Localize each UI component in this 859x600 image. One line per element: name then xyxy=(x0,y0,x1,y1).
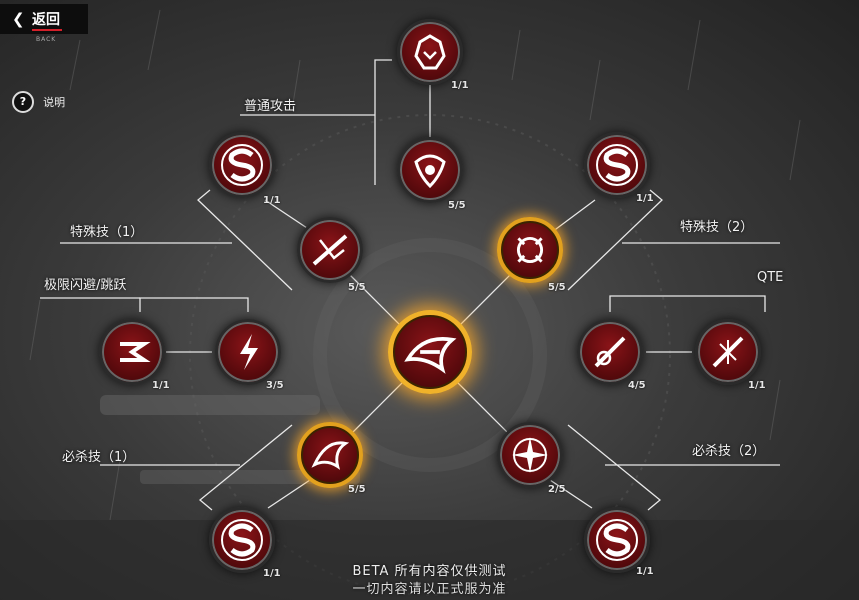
back-label: 返回 xyxy=(32,12,60,28)
help-label: 说明 xyxy=(43,96,66,109)
chevron-left-icon: ❮ xyxy=(12,10,25,28)
skill-node-dodge-outer[interactable] xyxy=(99,319,165,385)
label-special-1: 特殊技（1） xyxy=(70,225,144,240)
skill-node-core[interactable] xyxy=(388,310,472,394)
level-special-2: 5/5 xyxy=(548,282,566,293)
skill-node-ultimate-1[interactable] xyxy=(297,422,363,488)
skill-node-special-1[interactable] xyxy=(297,217,363,283)
lance-icon xyxy=(594,336,626,368)
skill-node-s-right-top[interactable] xyxy=(584,132,650,198)
s-emblem-icon xyxy=(221,144,263,186)
beta-notice: BETA 所有内容仅供测试 xyxy=(352,564,507,579)
lightning-dash-icon xyxy=(240,334,258,370)
question-icon: ? xyxy=(12,91,34,113)
skill-node-s-left-bottom[interactable] xyxy=(209,507,275,573)
level-dodge-main: 3/5 xyxy=(266,380,284,391)
slash-icon xyxy=(312,234,348,266)
starburst-icon xyxy=(512,437,548,473)
level-s-right-bottom: 1/1 xyxy=(636,566,654,577)
s-emblem-icon xyxy=(596,519,638,561)
skill-node-special-2[interactable] xyxy=(497,217,563,283)
level-s-left-top: 1/1 xyxy=(263,195,281,206)
level-s-left-bottom: 1/1 xyxy=(263,568,281,579)
label-basic-attack: 普通攻击 xyxy=(244,99,297,114)
beta-notice-sub: 一切内容请以正式服为准 xyxy=(352,582,507,597)
label-special-2: 特殊技（2） xyxy=(680,220,754,235)
label-ultimate-1: 必杀技（1） xyxy=(62,450,136,465)
bird-crest-icon xyxy=(414,154,446,189)
dash-icon xyxy=(120,342,151,362)
level-special-1: 5/5 xyxy=(348,282,366,293)
core-crest-icon xyxy=(404,337,457,374)
skill-node-s-right-bottom[interactable] xyxy=(584,507,650,573)
skill-node-s-left-top[interactable] xyxy=(209,132,275,198)
label-ultimate-2: 必杀技（2） xyxy=(692,444,766,459)
s-emblem-icon xyxy=(221,519,263,561)
help-button[interactable]: ? 说明 xyxy=(12,91,65,113)
wing-slash-icon xyxy=(311,441,350,470)
skill-node-basic-main[interactable] xyxy=(397,137,463,203)
level-ultimate-1: 5/5 xyxy=(348,484,366,495)
mecha-head-icon xyxy=(414,34,446,70)
level-s-right-top: 1/1 xyxy=(636,193,654,204)
skill-node-ultimate-2[interactable] xyxy=(497,422,563,488)
label-dodge: 极限闪避/跳跃 xyxy=(44,278,127,293)
back-sublabel: BACK xyxy=(36,36,57,43)
skill-node-dodge-main[interactable] xyxy=(215,319,281,385)
skill-node-qte-outer[interactable] xyxy=(695,319,761,385)
level-basic-main: 5/5 xyxy=(448,200,466,211)
back-underline xyxy=(32,29,62,31)
level-qte-outer: 1/1 xyxy=(748,380,766,391)
skill-node-basic-top[interactable] xyxy=(397,19,463,85)
level-dodge-outer: 1/1 xyxy=(152,380,170,391)
label-qte: QTE xyxy=(757,270,784,285)
s-emblem-icon xyxy=(596,144,638,186)
claw-crest-icon xyxy=(516,236,544,264)
skill-node-qte-main[interactable] xyxy=(577,319,643,385)
level-qte-main: 4/5 xyxy=(628,380,646,391)
back-button[interactable]: ❮ 返回 xyxy=(0,4,88,34)
level-basic-top: 1/1 xyxy=(451,80,469,91)
lance-burst-icon xyxy=(712,336,744,368)
level-ultimate-2: 2/5 xyxy=(548,484,566,495)
